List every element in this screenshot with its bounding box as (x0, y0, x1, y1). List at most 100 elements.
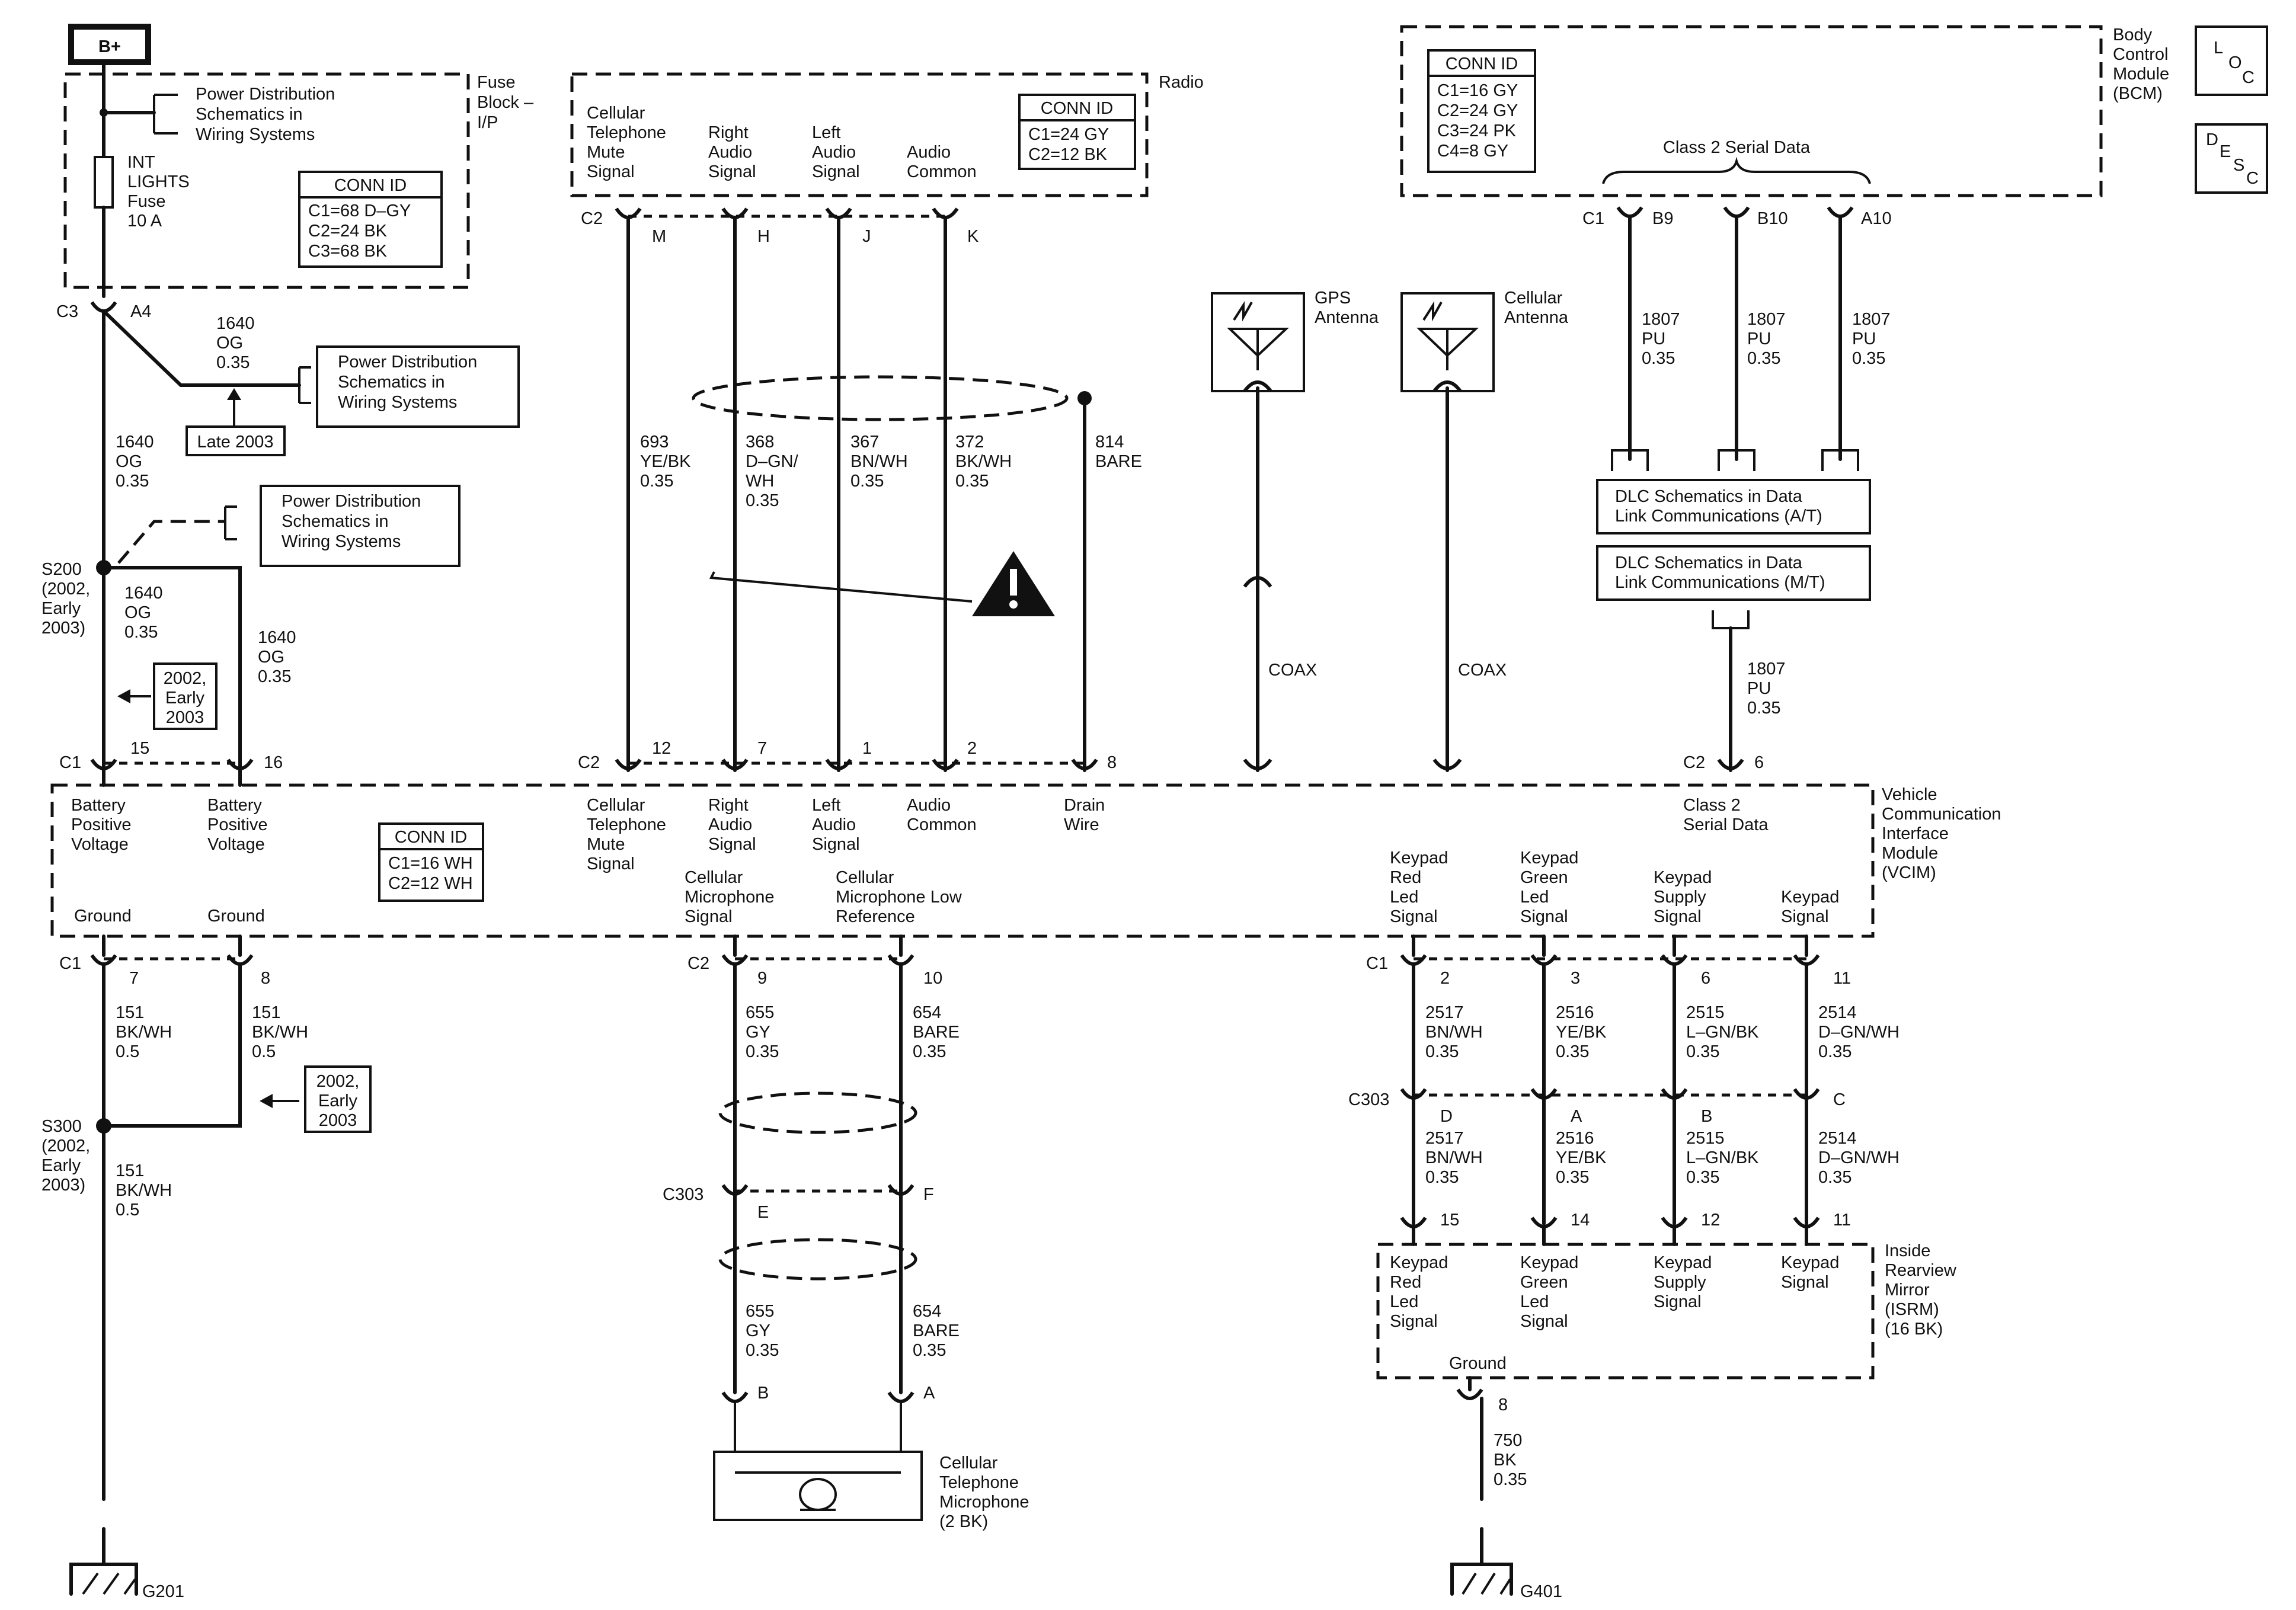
svg-text:Signal: Signal (1781, 907, 1829, 926)
svg-text:C2=24 BK: C2=24 BK (308, 222, 388, 241)
svg-text:Green: Green (1520, 1273, 1568, 1292)
wire-1640-og-16 (102, 566, 242, 772)
svg-text:BK/WH: BK/WH (116, 1181, 172, 1200)
b-plus-terminal: B+ (68, 24, 151, 65)
svg-text:Early: Early (41, 1156, 81, 1175)
svg-text:Supply: Supply (1654, 1273, 1706, 1292)
early-2003-note-2: 2002, Early 2003 (304, 1065, 372, 1133)
svg-text:15: 15 (130, 739, 149, 758)
svg-text:Late 2003: Late 2003 (197, 433, 273, 452)
svg-text:Signal: Signal (708, 162, 756, 181)
svg-text:M: M (652, 227, 666, 246)
svg-text:C4=8 GY: C4=8 GY (1437, 142, 1508, 161)
svg-text:D: D (2206, 130, 2218, 149)
svg-text:Signal: Signal (708, 835, 756, 854)
vcim-kp-signal: Keypad Signal (1781, 888, 1839, 926)
fuse-symbol (94, 156, 114, 209)
wire-label-bk7: 151 BK/WH 0.5 (116, 1003, 172, 1061)
svg-text:B: B (1701, 1107, 1712, 1126)
svg-text:Control: Control (2113, 45, 2169, 64)
svg-text:1807: 1807 (1747, 310, 1786, 329)
svg-text:Telephone: Telephone (587, 815, 666, 834)
svg-text:C2: C2 (687, 954, 709, 973)
svg-text:Inside: Inside (1885, 1241, 1930, 1260)
svg-text:INT: INT (127, 153, 155, 172)
svg-text:Signal: Signal (587, 854, 635, 873)
svg-text:C: C (2246, 169, 2259, 188)
wire-label-og-16: 1640 OG 0.35 (258, 628, 296, 686)
svg-text:Block –: Block – (477, 93, 534, 112)
wire-label-drain: 814 BARE (1095, 433, 1142, 471)
svg-text:GPS: GPS (1315, 289, 1351, 308)
svg-text:Audio: Audio (907, 143, 951, 162)
wire-label-kp-dgn1: 2514 D–GN/WH 0.35 (1818, 1003, 1900, 1061)
svg-text:YE/BK: YE/BK (1556, 1148, 1607, 1167)
fuse-block-conn-id: CONN ID C1=68 D–GY C2=24 BK C3=68 BK (298, 171, 443, 268)
svg-text:Power Distribution: Power Distribution (196, 85, 335, 104)
svg-text:367: 367 (850, 433, 879, 452)
svg-text:0.35: 0.35 (1425, 1042, 1459, 1061)
svg-text:Positive: Positive (207, 815, 268, 834)
svg-text:151: 151 (116, 1003, 144, 1022)
isrm-outline (1376, 1243, 1875, 1379)
g401-label: G401 (1520, 1582, 1562, 1601)
svg-text:0.35: 0.35 (124, 623, 158, 642)
svg-text:2514: 2514 (1818, 1003, 1857, 1022)
svg-text:Led: Led (1390, 888, 1418, 907)
vcim-mic-signal: Cellular Microphone Signal (685, 868, 775, 926)
svg-text:PU: PU (1747, 679, 1771, 698)
svg-text:PU: PU (1852, 329, 1876, 348)
svg-text:LIGHTS: LIGHTS (127, 172, 190, 191)
svg-text:C: C (1833, 1090, 1846, 1109)
svg-text:8: 8 (261, 969, 270, 988)
pd-ref-3: Power Distribution Schematics in Wiring … (260, 485, 461, 567)
wire-label-kp-dgn2: 2514 D–GN/WH 0.35 (1818, 1129, 1900, 1187)
vcim-kp-red: Keypad Red Led Signal (1390, 849, 1448, 926)
svg-text:A: A (1571, 1107, 1582, 1126)
vcim-left: Left Audio Signal (812, 796, 860, 854)
svg-text:2003): 2003) (41, 1176, 85, 1195)
svg-text:Microphone: Microphone (939, 1493, 1029, 1512)
class2-label-bcm: Class 2 Serial Data (1663, 138, 1811, 157)
vcim-class2: Class 2 Serial Data (1683, 796, 1769, 834)
svg-text:Mute: Mute (587, 835, 625, 854)
cellular-antenna-icon (1400, 292, 1495, 392)
svg-text:1807: 1807 (1747, 660, 1786, 678)
svg-text:S200: S200 (41, 560, 82, 579)
svg-text:Right: Right (708, 796, 749, 815)
wire-label-og-s200: 1640 OG 0.35 (124, 584, 163, 642)
fuse-block-outline (63, 72, 470, 289)
svg-text:(2002,: (2002, (41, 1137, 90, 1156)
svg-text:6: 6 (1754, 753, 1764, 772)
bcm-conn-id: CONN ID C1=16 GY C2=24 GY C3=24 PK C4=8 … (1427, 49, 1536, 173)
svg-text:BN/WH: BN/WH (1425, 1148, 1483, 1167)
svg-text:0.35: 0.35 (1556, 1042, 1589, 1061)
early-2003-note-1: 2002, Early 2003 (153, 662, 218, 730)
svg-text:0.5: 0.5 (252, 1042, 276, 1061)
svg-text:372: 372 (955, 433, 984, 452)
svg-text:Schematics in: Schematics in (338, 373, 445, 392)
svg-text:2515: 2515 (1686, 1003, 1725, 1022)
svg-text:12: 12 (652, 739, 671, 758)
svg-text:0.35: 0.35 (1686, 1042, 1719, 1061)
svg-text:Signal: Signal (1520, 907, 1568, 926)
svg-text:Signal: Signal (685, 907, 733, 926)
svg-text:0.5: 0.5 (116, 1042, 139, 1061)
svg-text:YE/BK: YE/BK (640, 452, 691, 471)
svg-text:0.35: 0.35 (1556, 1168, 1589, 1187)
svg-text:OG: OG (124, 603, 151, 622)
svg-text:10: 10 (923, 969, 942, 988)
svg-text:368: 368 (746, 433, 774, 452)
desc-icon[interactable]: D E S C (2195, 123, 2268, 194)
bcm-outline (1400, 25, 2103, 197)
loc-icon[interactable]: L O C (2195, 25, 2268, 96)
fuse-block-label: Fuse Block – I/P (477, 73, 534, 132)
keypad-wires (1412, 963, 1808, 1225)
svg-text:2514: 2514 (1818, 1129, 1857, 1148)
vcim-mute: Cellular Telephone Mute Signal (587, 796, 666, 873)
late-2003-note: Late 2003 (186, 425, 286, 456)
svg-text:C1=68 D–GY: C1=68 D–GY (308, 201, 411, 220)
svg-text:0.35: 0.35 (850, 472, 884, 491)
svg-text:(BCM): (BCM) (2113, 84, 2163, 103)
svg-text:Cellular: Cellular (1504, 289, 1563, 308)
